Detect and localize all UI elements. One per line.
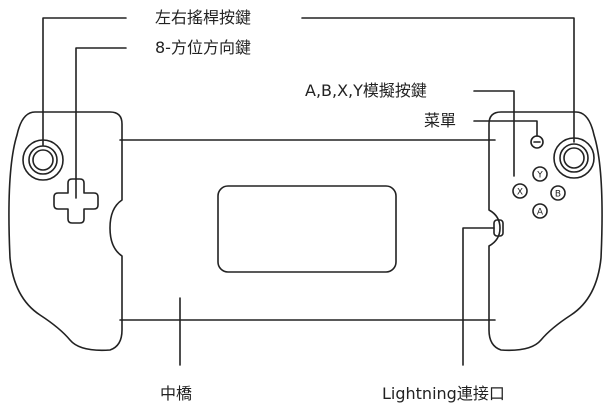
lightning-callout-line xyxy=(462,227,495,366)
phone-area xyxy=(217,185,397,273)
left-grip xyxy=(8,111,123,352)
dpad[interactable] xyxy=(53,178,99,224)
a-button[interactable]: A xyxy=(532,203,548,219)
bridge-label: 中橋 xyxy=(160,384,193,403)
joystick-buttons-label: 左右搖桿按鍵 xyxy=(155,8,252,27)
face-buttons: Y X B A xyxy=(512,166,566,219)
right-grip xyxy=(488,111,603,352)
dpad-callout-line xyxy=(75,47,127,199)
right-joystick[interactable] xyxy=(553,137,595,179)
face-buttons-label: A,B,X,Y模擬按鍵 xyxy=(305,81,427,100)
b-button[interactable]: B xyxy=(550,185,566,201)
menu-button[interactable] xyxy=(530,135,544,149)
menu-callout-line xyxy=(473,120,538,137)
joystick-callout-line xyxy=(42,17,127,146)
y-button[interactable]: Y xyxy=(532,166,548,182)
callout-lines xyxy=(42,17,575,366)
face-buttons-callout-line xyxy=(473,90,515,177)
menu-label: 菜單 xyxy=(424,111,457,130)
y-button-label: Y xyxy=(536,171,543,181)
x-button-label: X xyxy=(517,188,523,198)
joystick-callout-line-right xyxy=(301,17,575,143)
bridge xyxy=(119,139,496,321)
left-joystick[interactable] xyxy=(22,139,64,181)
x-button[interactable]: X xyxy=(512,183,528,199)
b-button-label: B xyxy=(555,190,561,200)
dpad-label: 8-方位方向鍵 xyxy=(155,38,251,57)
lightning-label: Lightning連接口 xyxy=(382,384,505,403)
a-button-label: A xyxy=(537,208,544,218)
